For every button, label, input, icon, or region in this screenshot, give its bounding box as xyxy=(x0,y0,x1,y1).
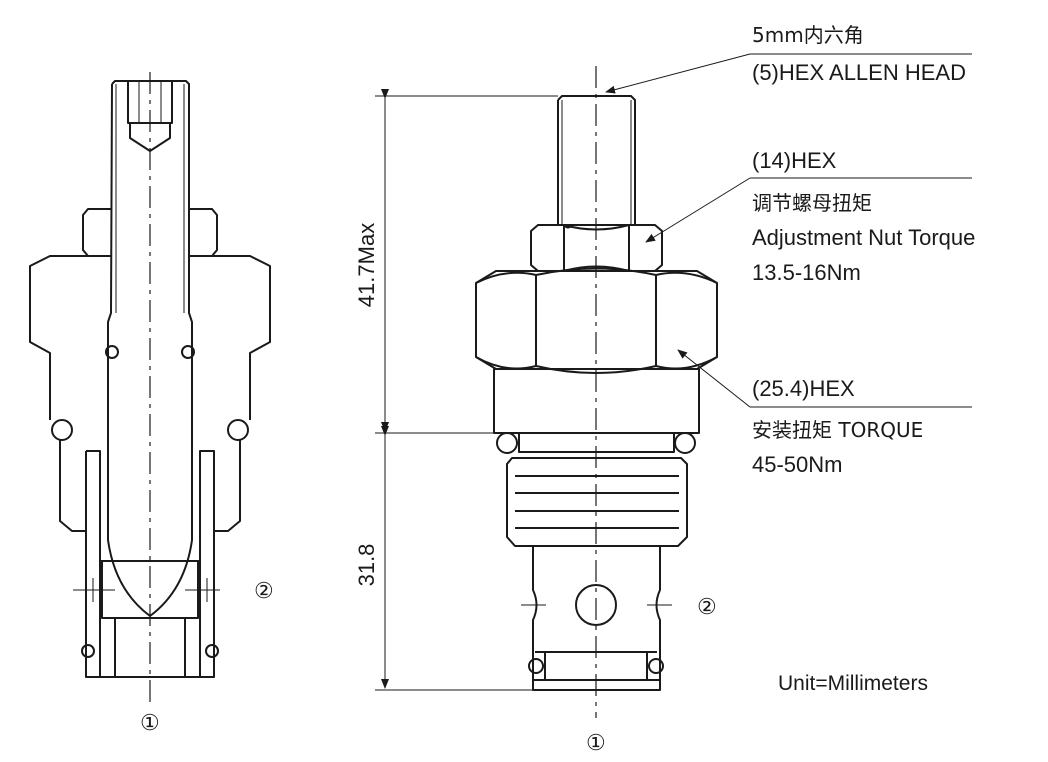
section-view: ② ① xyxy=(29,72,274,735)
o-ring xyxy=(528,658,544,674)
stem xyxy=(557,95,636,226)
body-left xyxy=(29,255,108,532)
port-1-label: ① xyxy=(140,710,160,735)
unit-note: Unit=Millimeters xyxy=(778,672,928,695)
neck xyxy=(518,433,675,453)
lower-body xyxy=(532,546,661,691)
callout-allen-head: 5mm内六角 (5)HEX ALLEN HEAD xyxy=(605,23,972,94)
o-ring xyxy=(181,345,195,359)
callout-install: (25.4)HEX 安装扭矩 TORQUE 45-50Nm xyxy=(677,349,972,477)
body-right xyxy=(192,255,271,532)
port-2-hole xyxy=(575,584,617,626)
adjust-nut-right xyxy=(188,208,218,257)
callout-text: Adjustment Nut Torque xyxy=(752,225,975,250)
adjust-nut-14-hex xyxy=(530,224,663,272)
callout-text: (25.4)HEX xyxy=(752,376,855,401)
callout-text: 5mm内六角 xyxy=(752,23,864,47)
lower-groove xyxy=(533,651,660,681)
callout-text: (14)HEX xyxy=(752,148,837,173)
callout-text: 调节螺母扭矩 xyxy=(752,191,872,215)
thread-lines xyxy=(515,475,679,529)
o-ring xyxy=(648,658,664,674)
port-1-label: ① xyxy=(586,730,606,755)
dimension-lines xyxy=(375,89,558,691)
o-ring xyxy=(51,419,73,441)
external-view: ② ① 41.7Max 31.8 xyxy=(354,66,718,755)
allen-socket xyxy=(127,80,173,152)
o-ring xyxy=(496,432,518,454)
adjusting-stem xyxy=(107,80,193,617)
o-ring xyxy=(205,644,219,658)
body-25-4-hex xyxy=(475,267,718,374)
port-2-label: ② xyxy=(697,594,717,619)
o-ring xyxy=(227,419,249,441)
callout-text: (5)HEX ALLEN HEAD xyxy=(752,60,966,85)
callout-adjust-nut: (14)HEX 调节螺母扭矩 Adjustment Nut Torque 13.… xyxy=(645,148,975,285)
sleeve xyxy=(85,450,215,678)
o-ring xyxy=(81,644,95,658)
body-collar xyxy=(493,368,700,434)
dimension-lower: 31.8 xyxy=(354,544,379,587)
port-2-label: ② xyxy=(254,578,274,603)
callout-text: 13.5-16Nm xyxy=(752,260,861,285)
o-ring xyxy=(105,345,119,359)
callout-text: 45-50Nm xyxy=(752,452,842,477)
o-ring xyxy=(674,432,696,454)
dimension-upper: 41.7Max xyxy=(354,223,379,307)
callout-text: 安装扭矩 TORQUE xyxy=(752,418,923,442)
thread xyxy=(506,457,688,547)
adjust-nut-left xyxy=(82,208,112,257)
